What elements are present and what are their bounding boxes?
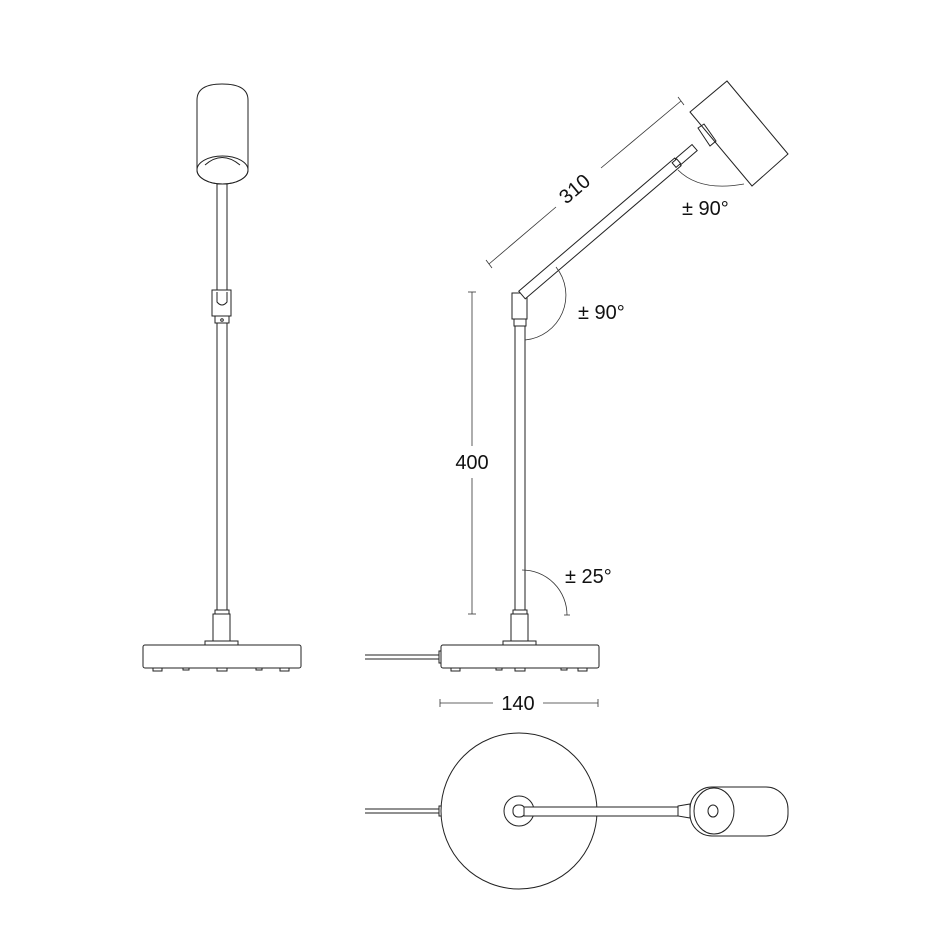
side-arm <box>518 157 682 300</box>
side-stem <box>514 324 526 611</box>
side-view: 310 400 140 ± 90° ± 90° ± 25° <box>365 80 789 715</box>
side-base <box>440 644 600 669</box>
front-base <box>142 644 302 669</box>
stem-tilt-arc <box>521 569 568 616</box>
front-knuckle <box>212 613 231 642</box>
stem-height-label: 400 <box>455 452 488 474</box>
front-stem-lower <box>216 322 228 611</box>
front-joint <box>211 289 232 317</box>
front-head <box>196 83 249 185</box>
side-joint <box>511 292 528 320</box>
top-arm <box>523 806 685 817</box>
side-knuckle <box>510 613 529 642</box>
side-head <box>689 80 789 187</box>
arm-rotation-arc <box>524 266 567 341</box>
base-width-label: 140 <box>501 693 534 715</box>
head-rotation-arc <box>677 169 745 187</box>
arm-length-label: 310 <box>555 170 595 208</box>
head-rotation-label: ± 90° <box>682 198 729 220</box>
top-view <box>365 732 789 890</box>
front-stem-upper <box>216 183 228 291</box>
arm-rotation-label: ± 90° <box>578 302 625 324</box>
stem-tilt-label: ± 25° <box>565 566 612 588</box>
top-head <box>689 786 789 837</box>
front-view <box>142 83 302 672</box>
